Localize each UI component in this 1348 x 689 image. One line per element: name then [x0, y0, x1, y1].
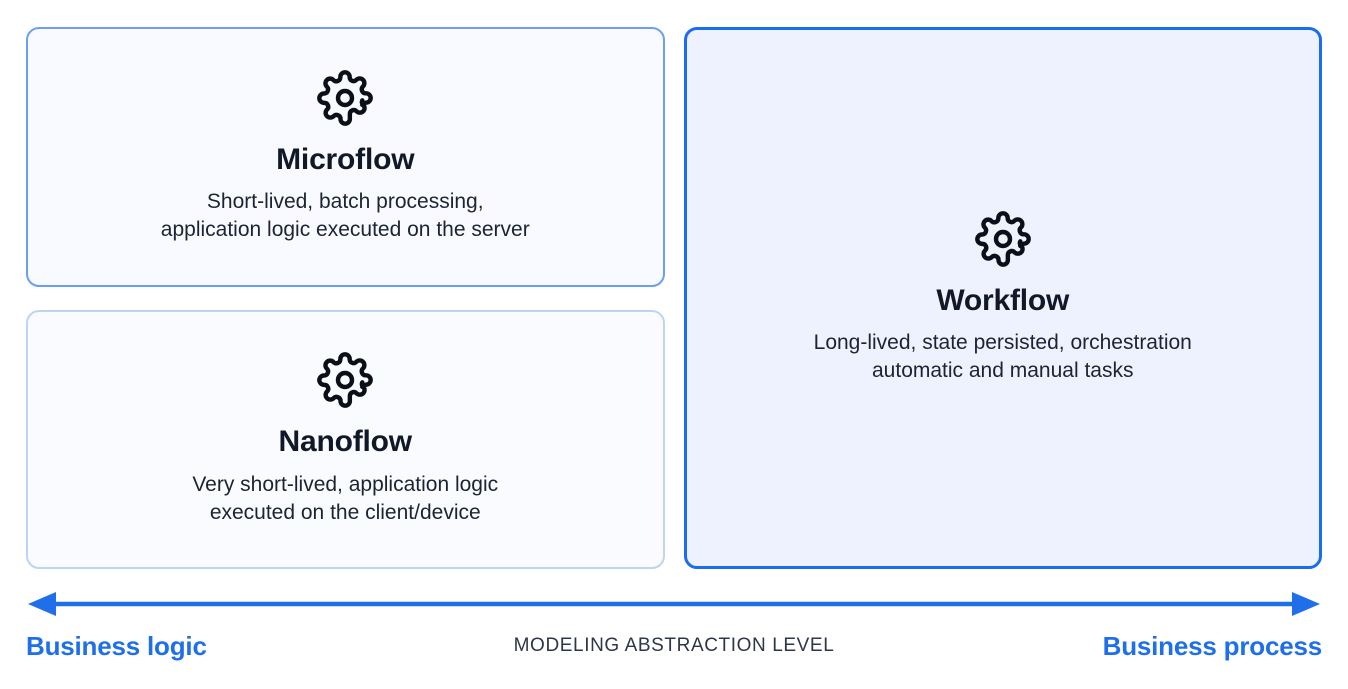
card-grid: Microflow Short-lived, batch processing,…: [26, 27, 1322, 569]
gear-icon: [974, 211, 1031, 267]
abstraction-axis-arrow: [26, 588, 1322, 622]
card-microflow[interactable]: Microflow Short-lived, batch processing,…: [26, 27, 665, 287]
axis-labels: Business logic MODELING ABSTRACTION LEVE…: [26, 625, 1322, 667]
axis-label-right: Business process: [1102, 630, 1323, 661]
card-nanoflow[interactable]: Nanoflow Very short-lived, application l…: [26, 309, 665, 569]
card-title: Microflow: [276, 142, 415, 176]
gear-icon: [317, 352, 374, 408]
right-column: Workflow Long-lived, state persisted, or…: [683, 27, 1322, 569]
left-column: Microflow Short-lived, batch processing,…: [26, 27, 665, 569]
axis-label-center: MODELING ABSTRACTION LEVEL: [513, 635, 835, 656]
card-title: Nanoflow: [278, 425, 413, 459]
axis-label-left: Business logic: [26, 630, 207, 661]
card-description: Long-lived, state persisted, orchestrati…: [813, 331, 1192, 383]
card-description: Very short-lived, application logic exec…: [192, 472, 499, 524]
arrow-head-right: [1292, 592, 1320, 616]
arrow-head-left: [28, 592, 56, 616]
card-description: Short-lived, batch processing, applicati…: [160, 190, 530, 241]
card-title: Workflow: [936, 283, 1070, 317]
gear-icon: [317, 69, 374, 126]
card-workflow[interactable]: Workflow Long-lived, state persisted, or…: [683, 27, 1322, 569]
